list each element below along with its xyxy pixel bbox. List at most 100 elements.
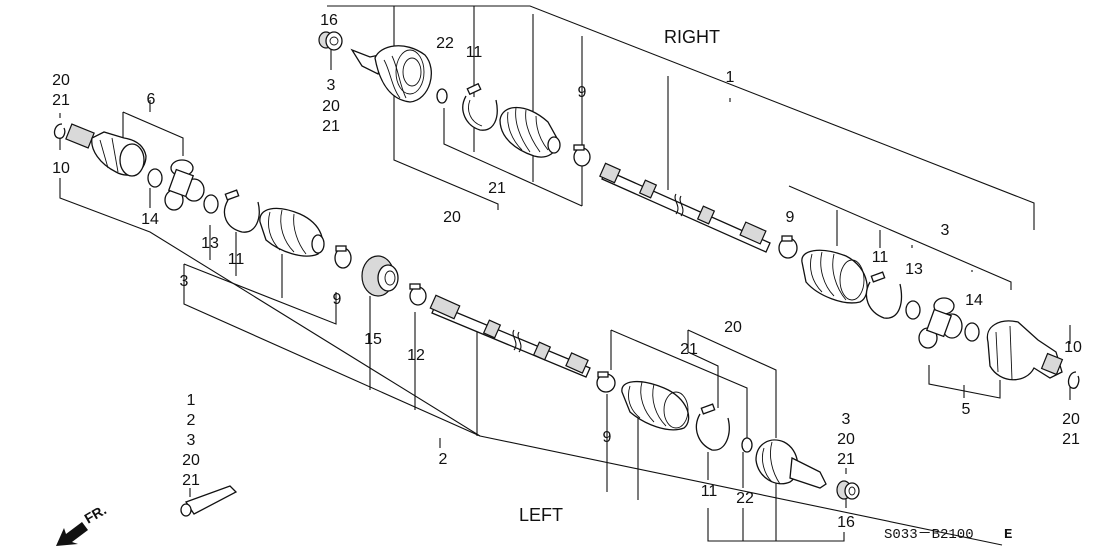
callout-label[interactable]: 9 <box>786 209 795 226</box>
callout-label[interactable]: 16 <box>320 12 338 29</box>
right-side-label: RIGHT <box>664 27 720 47</box>
side-labels: RIGHT LEFT <box>519 27 720 525</box>
leader-line <box>687 330 719 408</box>
callout-label[interactable]: 1 <box>187 392 196 409</box>
stop-ring-part[interactable] <box>203 194 219 214</box>
outboard-joint-part[interactable] <box>350 45 432 103</box>
snap-ring-part[interactable] <box>147 168 163 188</box>
inboard-joint-part[interactable] <box>65 123 147 177</box>
spindle-nut-part[interactable] <box>836 480 860 500</box>
set-ring-part[interactable] <box>1067 371 1080 389</box>
callout-label[interactable]: 9 <box>333 291 342 308</box>
callout-label[interactable]: 11 <box>872 249 889 266</box>
boot-band-part[interactable] <box>462 82 498 131</box>
leader-line <box>443 108 583 207</box>
callout-label[interactable]: 11 <box>228 251 245 268</box>
callout-label[interactable]: 9 <box>578 84 587 101</box>
callout-label[interactable]: 20 <box>837 431 855 448</box>
boot-part[interactable] <box>259 207 325 257</box>
callout-label[interactable]: 21 <box>182 472 200 489</box>
callout-label[interactable]: 11 <box>701 483 718 500</box>
boot-band-part[interactable] <box>223 189 260 233</box>
callout-label[interactable]: 10 <box>1064 339 1082 356</box>
leader-line <box>183 264 481 437</box>
callout-label[interactable]: 21 <box>837 451 855 468</box>
stop-ring-part[interactable] <box>905 300 921 320</box>
callout-label[interactable]: 20 <box>1062 411 1080 428</box>
callout-label[interactable]: 2 <box>439 451 448 468</box>
right-driveshaft-group <box>318 5 1080 400</box>
leader-line <box>788 185 1012 290</box>
drawing-code-suffix: E <box>1004 527 1012 543</box>
callout-label[interactable]: 3 <box>941 222 950 239</box>
callout-label[interactable]: 21 <box>680 341 698 358</box>
snap-ring-part[interactable] <box>964 322 980 342</box>
callout-label[interactable]: 20 <box>724 319 742 336</box>
tripod-joint-part[interactable] <box>164 159 205 211</box>
callout-labels: 16 3 20 21 22 11 9 21 20 1 3 9 11 13 14 … <box>52 12 1082 531</box>
callout-label[interactable]: 3 <box>842 411 851 428</box>
callout-label[interactable]: 9 <box>603 429 612 446</box>
callout-label[interactable]: 21 <box>322 118 340 135</box>
boot-part[interactable] <box>499 107 561 158</box>
inboard-joint-part[interactable] <box>986 320 1064 381</box>
left-driveshaft-group: FR. <box>53 100 1003 546</box>
callout-label[interactable]: 10 <box>52 160 70 177</box>
front-direction-label: FR. <box>82 501 110 526</box>
callout-label[interactable]: 2 <box>187 412 196 429</box>
callout-label[interactable]: 21 <box>1062 431 1080 448</box>
callout-label[interactable]: 1 <box>726 69 735 86</box>
boot-band-part[interactable] <box>409 283 427 306</box>
boot-band-part[interactable] <box>334 245 352 269</box>
boot-part[interactable] <box>801 249 868 304</box>
callout-label[interactable]: 20 <box>182 452 200 469</box>
tripod-joint-part[interactable] <box>918 297 963 349</box>
drawing-code: S033－B2100 E <box>884 527 1012 543</box>
callout-label[interactable]: 20 <box>443 209 461 226</box>
outboard-joint-part[interactable] <box>755 439 827 489</box>
left-shaft-part[interactable] <box>429 294 591 378</box>
set-ring-part[interactable] <box>53 123 66 139</box>
callout-label[interactable]: 3 <box>187 432 196 449</box>
callout-label[interactable]: 3 <box>327 77 336 94</box>
dynamic-damper-part[interactable] <box>361 255 399 297</box>
callout-label[interactable]: 20 <box>52 72 70 89</box>
callout-label[interactable]: 12 <box>407 347 425 364</box>
callout-label[interactable]: 13 <box>905 261 923 278</box>
leader-line <box>610 329 748 442</box>
boot-band-part[interactable] <box>865 271 903 319</box>
boot-band-part[interactable] <box>695 403 730 451</box>
callout-label[interactable]: 14 <box>141 211 159 228</box>
callout-label[interactable]: 16 <box>837 514 855 531</box>
circlip-part[interactable] <box>436 88 448 104</box>
callout-label[interactable]: 6 <box>147 91 156 108</box>
callout-label[interactable]: 21 <box>488 180 506 197</box>
leader-line <box>687 329 777 438</box>
callout-label[interactable]: 5 <box>962 401 971 418</box>
callout-label[interactable]: 11 <box>466 44 483 61</box>
leader-line <box>59 178 1003 546</box>
callout-label[interactable]: 22 <box>436 35 454 52</box>
callout-label[interactable]: 20 <box>322 98 340 115</box>
callout-label[interactable]: 13 <box>201 235 219 252</box>
spindle-nut-part[interactable] <box>318 31 343 51</box>
boot-band-part[interactable] <box>596 371 616 393</box>
leader-line <box>327 5 1035 230</box>
callout-label[interactable]: 3 <box>180 273 189 290</box>
boot-band-part[interactable] <box>778 235 798 259</box>
callout-label[interactable]: 21 <box>52 92 70 109</box>
callout-label[interactable]: 22 <box>736 490 754 507</box>
right-shaft-part[interactable] <box>599 162 771 253</box>
left-side-label: LEFT <box>519 505 563 525</box>
boot-part[interactable] <box>621 381 690 431</box>
front-direction-arrow: FR. <box>56 501 109 546</box>
boot-band-part[interactable] <box>573 144 591 167</box>
drawing-code-label: S033－B2100 <box>884 527 974 543</box>
callout-label[interactable]: 15 <box>364 331 382 348</box>
grease-tube-part[interactable] <box>180 485 238 517</box>
leader-line <box>183 263 337 325</box>
leader-line <box>122 111 184 156</box>
circlip-part[interactable] <box>741 437 753 453</box>
callout-label[interactable]: 14 <box>965 292 983 309</box>
